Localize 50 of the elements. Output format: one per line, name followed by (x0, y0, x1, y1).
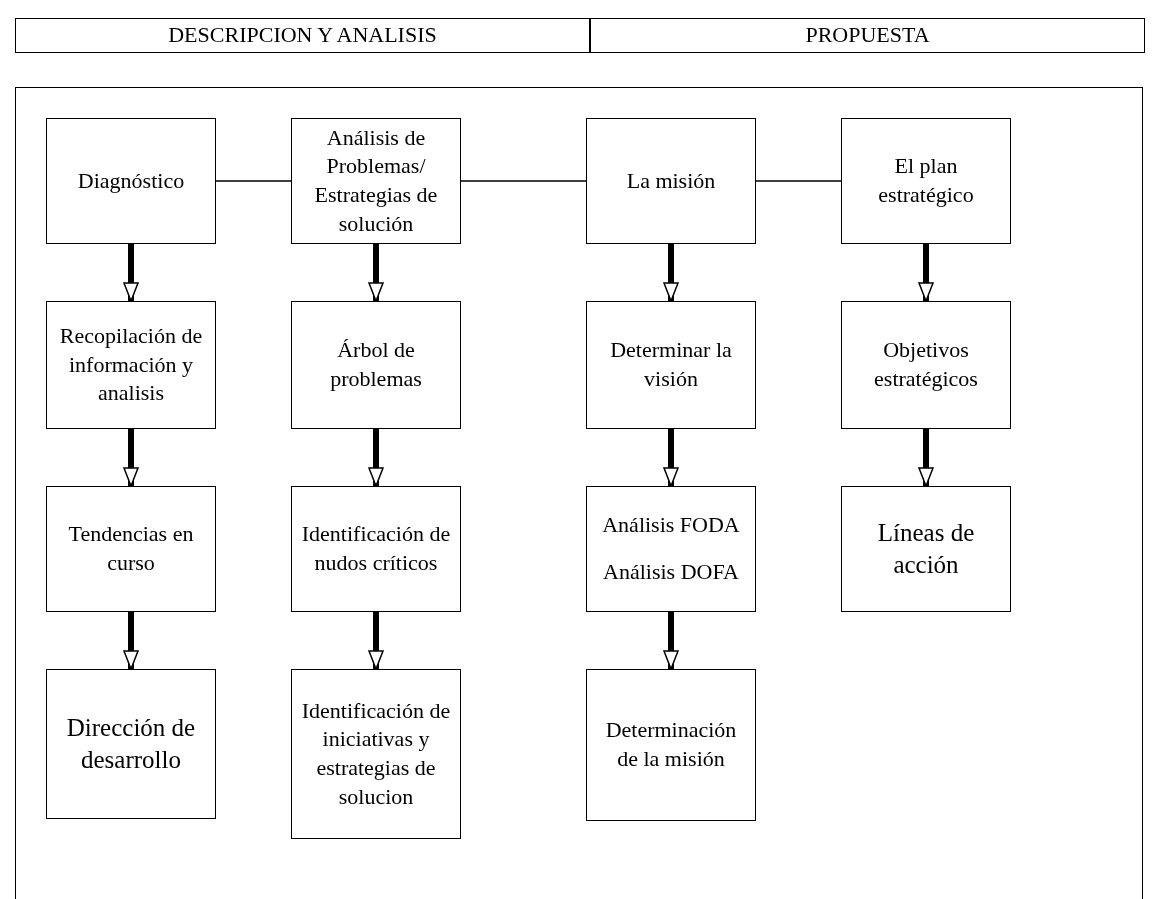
process-box (291, 669, 461, 839)
arrow (918, 429, 934, 487)
box-label: Dirección de desarrollo (65, 712, 197, 775)
arrow (123, 612, 139, 670)
box-label: La misión (626, 166, 716, 195)
process-box (586, 669, 756, 821)
box-label: Análisis FODA (602, 511, 740, 540)
box-label: Identificación de iniciativas y estrategias de solucion (300, 696, 452, 811)
process-box (46, 669, 216, 819)
process-box (291, 301, 461, 429)
arrow (663, 429, 679, 487)
process-box (586, 118, 756, 244)
process-box (291, 118, 461, 244)
process-box (46, 118, 216, 244)
process-box (46, 301, 216, 429)
arrow (918, 244, 934, 302)
box-label: Árbol de problemas (329, 336, 423, 393)
process-box (841, 486, 1011, 612)
box-label: Determinar la visión (609, 336, 733, 393)
box-label: El plan estratégico (877, 152, 975, 209)
header-cell (15, 18, 590, 53)
box-label: Líneas de acción (876, 517, 976, 580)
arrow (368, 612, 384, 670)
box-label: Diagnóstico (77, 166, 185, 195)
box-label: Recopilación de información y analisis (58, 322, 204, 408)
box-label: Tendencias en curso (67, 520, 195, 577)
header-cell (590, 18, 1145, 53)
connector-line (460, 180, 587, 182)
connector-line (755, 180, 842, 182)
arrow (368, 244, 384, 302)
process-box (586, 301, 756, 429)
box-label: Análisis DOFA (603, 558, 739, 586)
arrow (663, 244, 679, 302)
process-box (586, 486, 756, 612)
process-box (841, 301, 1011, 429)
box-label: Análisis de Problemas/ Estrategias de solución (313, 123, 439, 238)
column-heading: PROPUESTA (805, 21, 930, 50)
connector-line (215, 180, 292, 182)
process-box (841, 118, 1011, 244)
arrow (663, 612, 679, 670)
arrow (123, 244, 139, 302)
arrow (368, 429, 384, 487)
column-heading: DESCRIPCION Y ANALISIS (168, 21, 437, 50)
box-label: Objetivos estratégicos (873, 336, 979, 393)
process-box (291, 486, 461, 612)
box-label: Identificación de nudos críticos (300, 520, 452, 577)
frame-border (15, 87, 1143, 899)
box-label: Determinación de la misión (604, 716, 738, 773)
process-box (46, 486, 216, 612)
arrow (123, 429, 139, 487)
